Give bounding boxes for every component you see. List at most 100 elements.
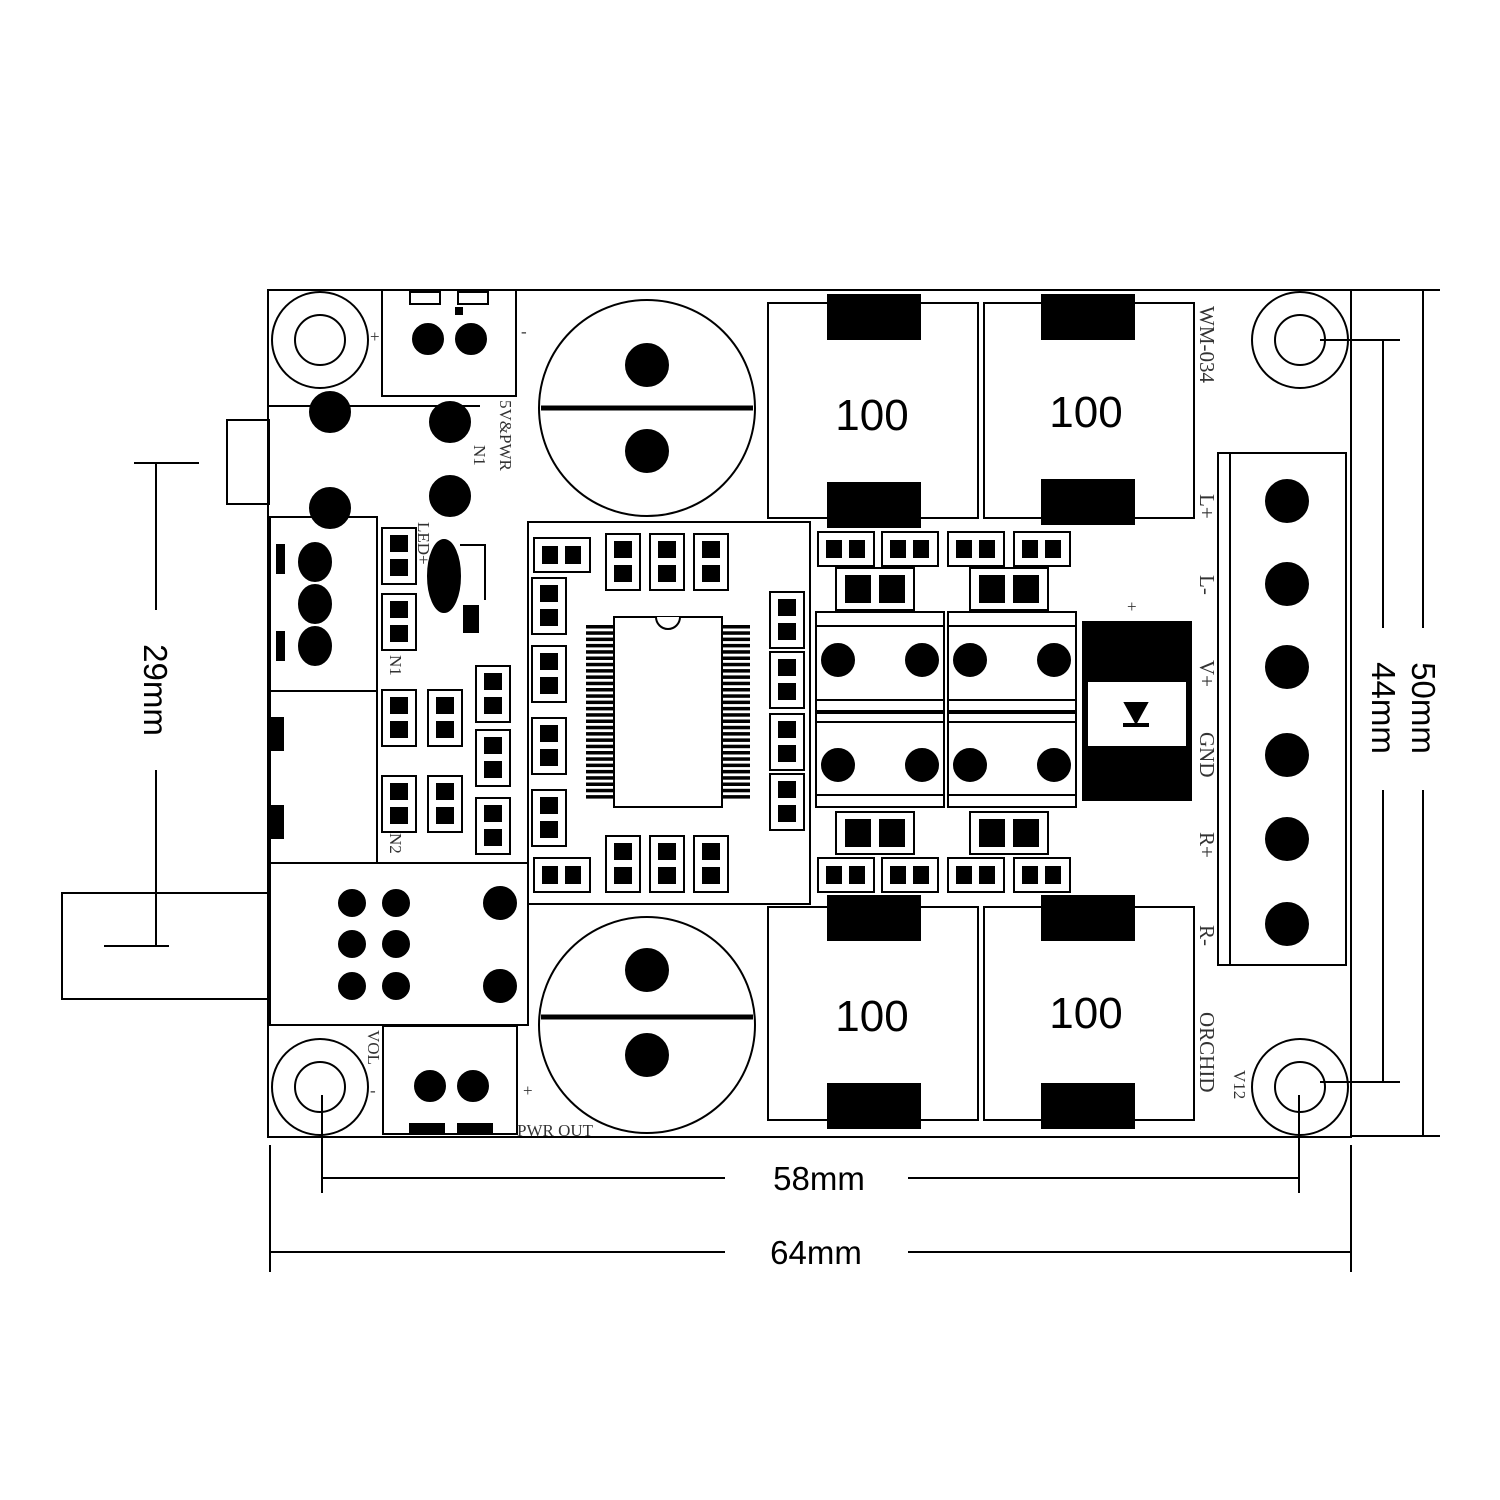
terminal-label-r-minus: R- [1195, 925, 1219, 946]
ic-pin [586, 732, 614, 736]
power-output-connector [382, 1025, 518, 1135]
label-5v-pwr: 5V&PWR [496, 400, 515, 472]
smd-pad [540, 749, 558, 766]
ic-pin [722, 757, 750, 761]
label-n1-side: N1 [386, 655, 405, 676]
smd-pad [702, 867, 720, 884]
dimension-29mm [104, 462, 199, 947]
ic-pin [722, 769, 750, 774]
terminal-label-l-plus: L+ [1195, 494, 1219, 519]
smd-pad [484, 805, 502, 822]
smd-pad [484, 737, 502, 754]
smd-pad [542, 866, 558, 884]
smd-pad [979, 540, 995, 558]
smd-pad [979, 819, 1005, 847]
dimension-58mm [321, 1095, 1300, 1193]
smd-pad [845, 819, 871, 847]
smd-pad [702, 565, 720, 582]
smd-pad [390, 559, 408, 576]
label-vol: VOL [364, 1030, 383, 1065]
ic-pin [586, 713, 614, 717]
smd-pad [436, 721, 454, 738]
ic-pin [722, 637, 750, 642]
smd-pad [390, 807, 408, 824]
label-led: LED+ [414, 522, 433, 565]
volume-potentiometer [61, 862, 529, 1026]
inductor-value-2: 100 [1049, 388, 1122, 437]
inductor-value-3: 100 [835, 992, 908, 1041]
smd-pad [614, 565, 632, 582]
ic-pin [722, 776, 750, 780]
dim-label-44mm: 44mm [1365, 662, 1402, 754]
ic-pin [722, 751, 750, 755]
dimension-64mm [269, 1145, 1352, 1272]
smd-pad [778, 781, 796, 798]
ic-pin [586, 625, 614, 629]
diode [1082, 621, 1192, 801]
smd-pad [979, 866, 995, 884]
smd-pad [390, 697, 408, 714]
smd-pad [658, 867, 676, 884]
mounting-hole-top-left [271, 291, 369, 389]
power-input-connector [381, 289, 517, 397]
ic-pin [586, 681, 614, 686]
ic-pin [586, 776, 614, 780]
smd-pad [540, 677, 558, 694]
led-indicator [427, 539, 486, 633]
smd-pad [845, 575, 871, 603]
ic-pin [722, 656, 750, 660]
ic-pin [722, 738, 750, 742]
label-version: V12 [1230, 1070, 1249, 1099]
capacitor-bottom [538, 916, 756, 1134]
ic-pin [586, 751, 614, 755]
label-plus-bottom: + [523, 1081, 533, 1100]
terminal-label-l-minus: L- [1195, 575, 1219, 595]
output-terminal-block [1217, 452, 1347, 966]
mounting-hole-bottom-left [271, 1038, 369, 1136]
smd-pad [913, 540, 929, 558]
ic-pin [722, 732, 750, 736]
smd-pad [778, 623, 796, 640]
label-model: WM-034 [1195, 306, 1219, 383]
smd-pad [484, 673, 502, 690]
smd-pad [702, 541, 720, 558]
smd-pad [778, 745, 796, 762]
smd-pad [658, 843, 676, 860]
dim-label-64mm: 64mm [770, 1234, 862, 1271]
ic-pin [586, 725, 614, 730]
smd-pad [436, 783, 454, 800]
header-3pin-left [269, 516, 378, 692]
dimension-50mm [1351, 289, 1440, 1137]
label-n2: N2 [386, 833, 405, 854]
smd-pad [879, 819, 905, 847]
ic-pin [586, 656, 614, 660]
ic-pin [722, 725, 750, 730]
dim-label-58mm: 58mm [773, 1160, 865, 1197]
ic-pin [722, 788, 750, 793]
ic-pin [586, 719, 614, 723]
smd-pad [614, 541, 632, 558]
inductor-bottom-left [767, 895, 979, 1129]
smd-pad [956, 866, 972, 884]
smd-pad [436, 697, 454, 714]
smd-pad [614, 867, 632, 884]
smd-pad [778, 805, 796, 822]
ic-pin [722, 643, 750, 648]
smd-pad [565, 866, 581, 884]
switch-block [269, 690, 378, 864]
ic-pin [722, 650, 750, 654]
ic-pin [722, 795, 750, 799]
smd-pad [658, 541, 676, 558]
smd-pad [484, 761, 502, 778]
ic-pin [586, 738, 614, 742]
smd-pad [484, 697, 502, 714]
ic-pin [586, 675, 614, 679]
smd-pad [778, 599, 796, 616]
smd-pad [436, 807, 454, 824]
ic-pin [586, 694, 614, 698]
ic-pin [722, 700, 750, 705]
ic-pin [722, 662, 750, 667]
label-pwr-out: PWR OUT [517, 1121, 594, 1140]
smd-pad [540, 821, 558, 838]
